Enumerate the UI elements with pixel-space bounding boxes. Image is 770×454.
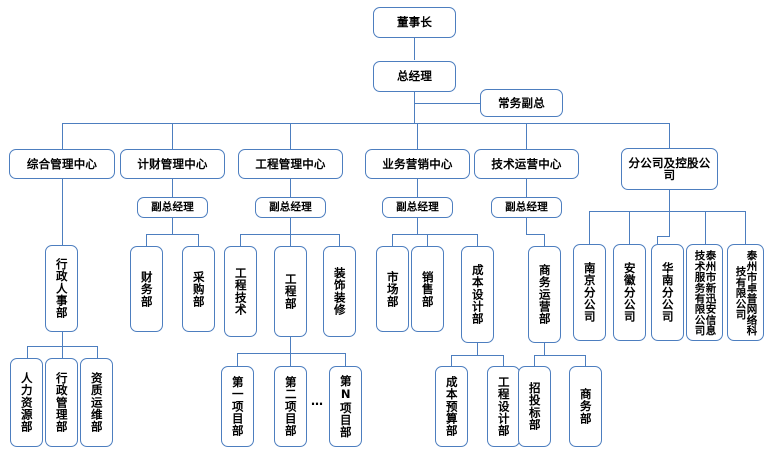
connector-branch-huanan bbox=[669, 211, 671, 236]
connector-businessdept bbox=[585, 355, 587, 366]
connector-project2 bbox=[290, 353, 292, 366]
node-decoration[interactable]: 装饰装修 bbox=[323, 246, 356, 337]
connector-deputy1-bus bbox=[146, 234, 199, 236]
node-branch-holding[interactable]: 分公司及控股公司 bbox=[621, 148, 718, 190]
connector-businessops-bus bbox=[534, 355, 585, 357]
node-market-dept[interactable]: 市场部 bbox=[376, 246, 409, 332]
connector-deputy3-market bbox=[392, 234, 394, 246]
connector-branch-huanan-jog bbox=[657, 236, 670, 238]
connector-qualification bbox=[97, 346, 99, 358]
connector-deputy2-decoration bbox=[339, 234, 341, 246]
node-deputy-gm-1[interactable]: 副总经理 bbox=[137, 197, 208, 218]
connector-deputy2-down bbox=[290, 218, 292, 234]
node-procurement-dept[interactable]: 采购部 bbox=[182, 246, 215, 332]
node-business-dept[interactable]: 商务部 bbox=[569, 366, 602, 447]
node-branch-huanan[interactable]: 华南分公司 bbox=[651, 244, 684, 341]
node-project-dept-1[interactable]: 第一项目部 bbox=[221, 366, 254, 447]
node-business-ops-dept[interactable]: 商务运营部 bbox=[528, 246, 561, 343]
connector-branch-xinxun bbox=[705, 211, 707, 244]
node-company-zhuopu[interactable]: 泰州市卓普网络科技有限公司 bbox=[727, 244, 764, 341]
node-sales-dept[interactable]: 销售部 bbox=[411, 246, 444, 332]
node-project-dept-2[interactable]: 第二项目部 bbox=[274, 366, 307, 447]
node-branch-anhui[interactable]: 安徽分公司 bbox=[613, 244, 646, 341]
connector-admin-mgmt bbox=[62, 346, 64, 358]
connector-deputy2-engdept bbox=[290, 234, 292, 246]
project-ellipsis: … bbox=[311, 394, 324, 408]
connector-branch-huanan-drop bbox=[657, 236, 659, 244]
connector-deputy1-down bbox=[172, 218, 174, 234]
node-finance-dept[interactable]: 财务部 bbox=[130, 246, 163, 332]
node-eng-design-dept[interactable]: 工程设计部 bbox=[487, 366, 520, 447]
connector-bus-engineering bbox=[290, 123, 292, 149]
connector-engdept-down bbox=[290, 337, 292, 353]
node-deputy-gm-3[interactable]: 副总经理 bbox=[382, 197, 453, 218]
connector-engineering-deputy bbox=[290, 179, 292, 197]
node-engineering-tech[interactable]: 工程技术 bbox=[224, 246, 257, 337]
connector-bus-comprehensive bbox=[62, 123, 64, 149]
connector-chairman-gm bbox=[414, 38, 416, 60]
connector-bus-marketing bbox=[417, 123, 419, 149]
node-cost-design-dept[interactable]: 成本设计部 bbox=[461, 246, 494, 343]
connector-bus-branch bbox=[669, 123, 671, 149]
connector-comprehensive-admin bbox=[62, 179, 64, 245]
connector-hr-resources bbox=[27, 346, 29, 358]
connector-bidding bbox=[534, 355, 536, 366]
connector-costdesign-down bbox=[477, 343, 479, 355]
connector-marketing-deputy bbox=[417, 179, 419, 197]
connector-deputy1-procurement bbox=[198, 234, 200, 246]
node-general-manager[interactable]: 总经理 bbox=[373, 61, 456, 92]
node-center-finance[interactable]: 计财管理中心 bbox=[120, 149, 225, 179]
connector-projectn bbox=[345, 353, 347, 366]
connector-businessops-down bbox=[544, 343, 546, 355]
node-qualification-ops-dept[interactable]: 资质运维部 bbox=[80, 358, 113, 447]
connector-deputy3-sales bbox=[427, 234, 429, 246]
node-deputy-gm-4[interactable]: 副总经理 bbox=[491, 197, 562, 218]
node-center-techops[interactable]: 技术运营中心 bbox=[474, 149, 579, 179]
node-project-dept-n[interactable]: 第N项目部 bbox=[329, 366, 362, 447]
connector-branch-nanjing bbox=[589, 211, 591, 244]
connector-bus-techops bbox=[526, 123, 528, 149]
node-hr-resources-dept[interactable]: 人力资源部 bbox=[10, 358, 43, 447]
node-deputy-gm-2[interactable]: 副总经理 bbox=[255, 197, 326, 218]
connector-bus-finance bbox=[172, 123, 174, 149]
node-admin-hr-dept[interactable]: 行政人事部 bbox=[45, 245, 78, 332]
connector-deputy4-businessops bbox=[544, 234, 546, 246]
connector-project-bus bbox=[237, 353, 346, 355]
connector-branch-zhuopu bbox=[745, 211, 747, 244]
connector-adminhr-down bbox=[62, 332, 64, 346]
node-cost-budget-dept[interactable]: 成本预算部 bbox=[435, 366, 468, 447]
connector-branch-down bbox=[669, 190, 671, 211]
node-branch-nanjing[interactable]: 南京分公司 bbox=[573, 244, 606, 341]
node-center-marketing[interactable]: 业务营销中心 bbox=[365, 149, 470, 179]
connector-branch-anhui bbox=[629, 211, 631, 244]
connector-deputy4-down bbox=[526, 218, 528, 234]
node-admin-mgmt-dept[interactable]: 行政管理部 bbox=[45, 358, 78, 447]
connector-deputy1-finance-dept bbox=[146, 234, 148, 246]
node-engineering-dept[interactable]: 工程部 bbox=[274, 246, 307, 337]
node-company-xinxun[interactable]: 泰州市新迅安信息技术服务有限公司 bbox=[686, 244, 723, 341]
node-center-comprehensive[interactable]: 综合管理中心 bbox=[9, 149, 115, 179]
connector-deputy3-costdesign bbox=[477, 234, 479, 246]
connector-deputy3-bus bbox=[392, 234, 478, 236]
connector-deputy4-bus bbox=[526, 234, 544, 236]
node-bidding-dept[interactable]: 招投标部 bbox=[518, 366, 551, 447]
node-executive-deputy[interactable]: 常务副总 bbox=[480, 89, 563, 117]
connector-gm-exec-deputy bbox=[414, 103, 480, 105]
connector-deputy2-engtech bbox=[240, 234, 242, 246]
connector-branch-bus bbox=[589, 211, 746, 213]
connector-gm-down bbox=[414, 92, 416, 123]
node-center-engineering[interactable]: 工程管理中心 bbox=[238, 149, 343, 179]
connector-techops-deputy bbox=[526, 179, 528, 197]
connector-finance-deputy bbox=[172, 179, 174, 197]
connector-engdesign bbox=[503, 355, 505, 366]
connector-project1 bbox=[237, 353, 239, 366]
connector-costbudget bbox=[451, 355, 453, 366]
connector-deputy3-down bbox=[417, 218, 419, 234]
connector-center-bus bbox=[62, 123, 669, 125]
connector-costdesign-bus bbox=[451, 355, 503, 357]
node-chairman[interactable]: 董事长 bbox=[373, 7, 456, 38]
